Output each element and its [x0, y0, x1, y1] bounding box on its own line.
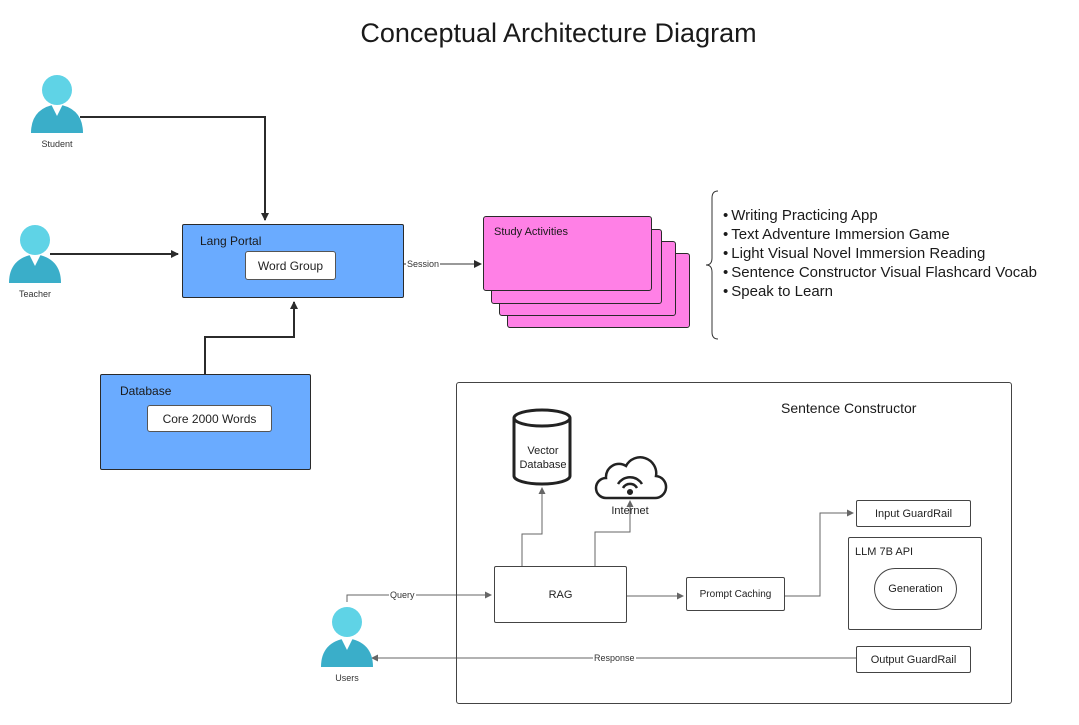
edge-student-portal: [80, 116, 269, 221]
users-label: Users: [335, 673, 359, 683]
edge-prompt-input: [784, 509, 854, 597]
edge-rag-internet: [594, 500, 634, 566]
list-item: Speak to Learn: [723, 282, 1073, 301]
edge-query: [346, 591, 492, 602]
teacher-person-icon: [9, 225, 61, 283]
student-label: Student: [41, 139, 73, 149]
vector-database-label: Vector Database: [519, 445, 567, 471]
users-person-icon: [321, 607, 373, 667]
lang-portal-box[interactable]: Lang Portal Word Group: [182, 224, 404, 298]
word-group-box[interactable]: Word Group: [245, 251, 336, 280]
list-item: Sentence Constructor Visual Flashcard Vo…: [723, 263, 1073, 282]
study-activities-title: Study Activities: [494, 226, 568, 238]
edge-database-portal: [204, 301, 298, 374]
generation-node[interactable]: Generation: [874, 568, 957, 610]
cloud-wifi-icon: [594, 456, 668, 500]
prompt-caching-box[interactable]: Prompt Caching: [686, 577, 785, 611]
list-item: Text Adventure Immersion Game: [723, 225, 1073, 244]
sentence-constructor-container: Sentence Constructor: [456, 382, 1012, 704]
study-activities-list: Writing Practicing App Text Adventure Im…: [723, 206, 1073, 301]
teacher-label: Teacher: [18, 289, 52, 299]
edge-rag-vector: [521, 487, 546, 566]
query-edge-label: Query: [389, 590, 416, 600]
database-box[interactable]: Database Core 2000 Words: [100, 374, 311, 470]
response-edge-label: Response: [593, 653, 636, 663]
diagram-title: Conceptual Architecture Diagram: [360, 18, 757, 48]
output-guardrail-box[interactable]: Output GuardRail: [856, 646, 971, 673]
internet-label: Internet: [611, 505, 649, 517]
list-brace: [705, 190, 719, 340]
database-title: Database: [120, 384, 172, 398]
input-guardrail-box[interactable]: Input GuardRail: [856, 500, 971, 527]
session-edge-label: Session: [406, 259, 441, 269]
llm-api-title: LLM 7B API: [855, 546, 914, 558]
core-words-box[interactable]: Core 2000 Words: [147, 405, 272, 432]
database-cylinder-icon: [512, 408, 572, 486]
student-person-icon: [31, 75, 83, 133]
llm-api-box[interactable]: LLM 7B API Generation: [848, 537, 982, 630]
list-item: Writing Practicing App: [723, 206, 1073, 225]
study-activities-box[interactable]: Study Activities: [483, 216, 652, 291]
sentence-constructor-title: Sentence Constructor: [781, 400, 917, 416]
lang-portal-title: Lang Portal: [200, 234, 262, 248]
list-item: Light Visual Novel Immersion Reading: [723, 244, 1073, 263]
rag-box[interactable]: RAG: [494, 566, 627, 623]
